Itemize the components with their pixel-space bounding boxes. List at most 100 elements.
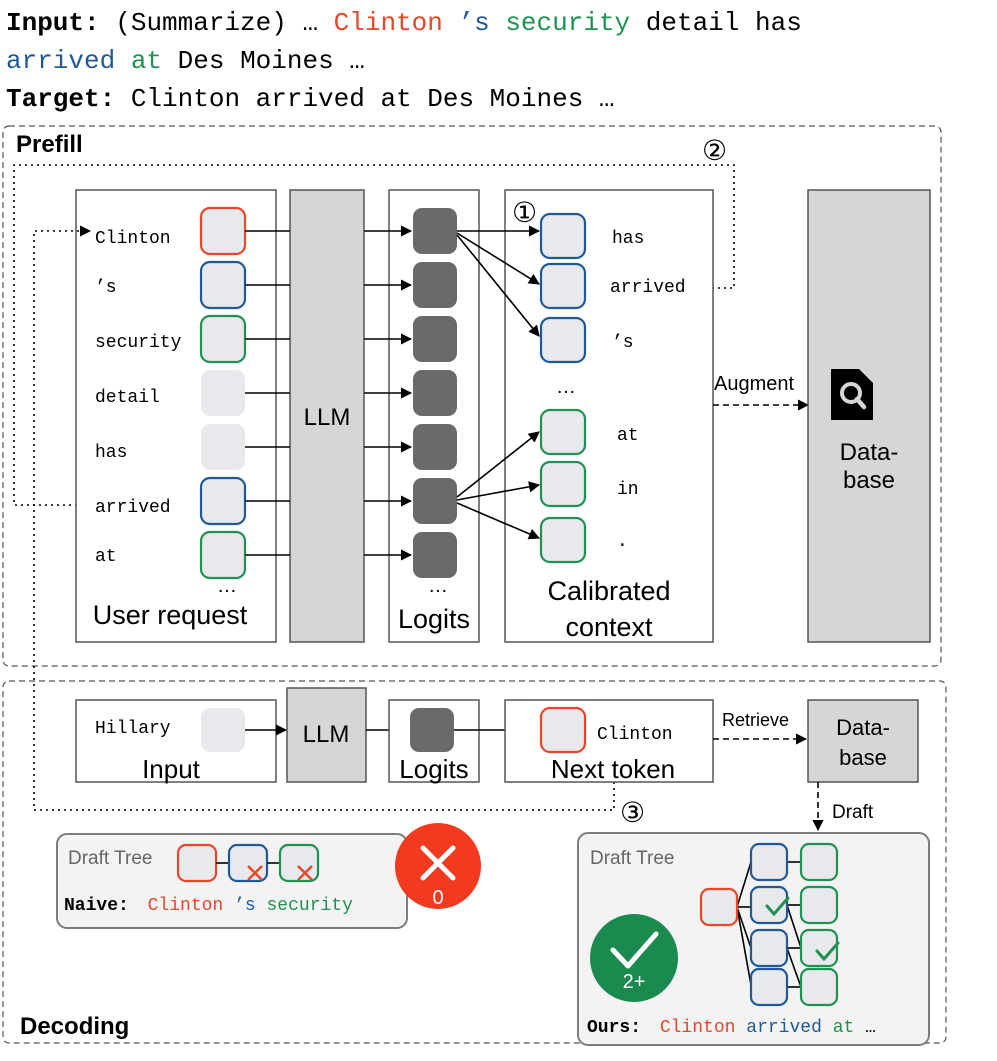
- token-box-detail: [201, 370, 245, 416]
- prefill-title: Prefill: [16, 131, 83, 158]
- next-token-panel: [504, 699, 714, 783]
- token-clinton: Clinton: [95, 229, 171, 249]
- header: Input: (Summarize) … Clinton ’s security…: [6, 8, 802, 114]
- token-apostrophe-s: ’s: [95, 278, 117, 298]
- accept-check-icon: [765, 896, 790, 917]
- step-2-marker: ②: [702, 135, 727, 166]
- logit-box: [413, 532, 457, 578]
- candidate-at: at: [617, 426, 639, 446]
- augment-label: Augment: [714, 373, 794, 395]
- decoding-database-panel: [807, 699, 919, 783]
- calibrated-context-panel: [504, 189, 714, 643]
- candidate-has: has: [612, 229, 644, 249]
- logit-box: [413, 316, 457, 362]
- token-box-clinton: [199, 206, 247, 256]
- decoding-input-label: Input: [142, 754, 201, 784]
- logit-box: [413, 370, 457, 416]
- decoding-section: Decoding ③ Hillary Input LLM Logits Clin…: [2, 225, 947, 1046]
- tree-edge: [786, 904, 802, 949]
- ours-success-badge: 2+: [590, 914, 678, 1002]
- llm-label: LLM: [304, 404, 351, 431]
- llm-panel: [289, 189, 365, 643]
- next-token-box: [539, 706, 587, 754]
- database-label-line-1: Data-: [840, 439, 899, 466]
- prefill-section: Prefill ② Clinton ’s security detail has…: [2, 125, 942, 667]
- token-box-security: [199, 314, 247, 364]
- database-label-line-2: base: [843, 467, 895, 494]
- ours-tree-title: Draft Tree: [590, 848, 674, 869]
- tokens-ellipsis: …: [217, 575, 237, 597]
- candidate-box-apostrophe-s: [539, 316, 587, 364]
- step-1-marker: ①: [512, 197, 537, 228]
- token-box-apostrophe-s: [199, 260, 247, 310]
- decoding-title: Decoding: [20, 1013, 129, 1040]
- check-icon: [610, 931, 659, 969]
- magnifier-handle: [854, 396, 867, 410]
- naive-node-clinton: [176, 843, 218, 883]
- magnifier-lens: [840, 382, 862, 404]
- decoding-llm-label: LLM: [303, 721, 350, 748]
- edge-logit-candidate: [456, 481, 541, 501]
- candidate-apostrophe-s: ’s: [612, 333, 634, 353]
- ours-score: 2+: [623, 971, 646, 993]
- ours-tree-edges: [736, 861, 802, 988]
- logit-box: [413, 478, 457, 524]
- ours-sequence: Ours: Clinton arrived at …: [587, 1018, 876, 1038]
- target-label: Target:: [6, 84, 115, 114]
- decoding-frame: [2, 680, 947, 1044]
- logits-label: Logits: [398, 604, 470, 634]
- token-box-arrived: [199, 476, 247, 526]
- candidate-box-has: [539, 212, 587, 260]
- candidate-box-in: [539, 460, 587, 508]
- next-token-text: Clinton: [597, 725, 673, 745]
- input-line-2: arrived at Des Moines …: [6, 46, 365, 76]
- token-security: security: [95, 333, 182, 353]
- calibrated-ellipsis: …: [556, 376, 576, 398]
- decoding-llm-panel: [286, 687, 367, 783]
- candidate-arrived: arrived: [610, 278, 686, 298]
- token-at: at: [95, 547, 117, 567]
- naive-fail-badge: 0: [395, 823, 481, 909]
- ours-level2-node: [799, 842, 839, 882]
- step-3-marker: ③: [620, 797, 645, 828]
- next-token-label: Next token: [551, 754, 675, 784]
- naive-tree-title: Draft Tree: [68, 848, 152, 869]
- input-line-1: Input: (Summarize) … Clinton ’s security…: [6, 8, 802, 38]
- input-label: Input:: [6, 8, 100, 38]
- retrieve-label: Retrieve: [722, 710, 789, 730]
- token-box-has: [201, 424, 245, 470]
- token-box-at: [199, 530, 247, 580]
- edge-logit-candidate: [456, 232, 540, 285]
- logits-ellipsis: …: [428, 575, 448, 597]
- edge-logit-candidate: [456, 431, 540, 498]
- naive-reject-cross-icon: [297, 865, 313, 881]
- edge-logit-candidate: [456, 234, 540, 337]
- database-search-icon: [831, 369, 873, 420]
- draft-label: Draft: [832, 802, 874, 823]
- tree-edge: [736, 906, 752, 986]
- tree-edge: [736, 861, 752, 908]
- x-icon: [420, 845, 456, 881]
- ours-level1-node: [749, 967, 789, 1007]
- tree-edge: [786, 947, 802, 988]
- prefill-frame: [2, 125, 942, 667]
- decoding-logits-label: Logits: [399, 754, 468, 784]
- tree-edge: [736, 906, 752, 949]
- naive-sequence: Naive: Clinton ’s security: [64, 896, 353, 916]
- candidate-box-at: [539, 408, 587, 456]
- candidate-period: .: [617, 532, 628, 552]
- target-line: Target: Clinton arrived at Des Moines …: [6, 84, 615, 114]
- naive-node-security: [278, 843, 320, 883]
- ours-level1-node-accepted: [749, 885, 789, 925]
- naive-node-apostrophe-s: [227, 843, 269, 883]
- token-arrived: arrived: [95, 498, 171, 518]
- ours-level1-node: [749, 842, 789, 882]
- token-has: has: [95, 443, 127, 463]
- ours-level2-node: [799, 885, 839, 925]
- user-request-panel: [75, 189, 277, 643]
- user-request-label: User request: [93, 600, 248, 630]
- ours-root-node: [699, 887, 739, 927]
- decoding-input-token-box: [201, 708, 245, 752]
- decoding-database-label-line-2: base: [839, 745, 887, 770]
